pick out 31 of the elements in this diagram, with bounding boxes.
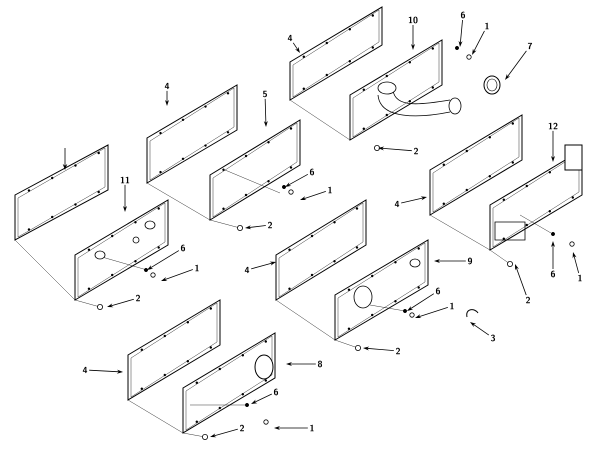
- callout-number: 1: [310, 424, 314, 432]
- callout-number: 4: [244, 266, 250, 274]
- callout-number: 4: [164, 82, 170, 90]
- callout-number: 1: [450, 302, 454, 310]
- callout-number: 2: [240, 424, 244, 432]
- callout-number: 4: [82, 366, 88, 374]
- callout-number: 6: [460, 12, 466, 18]
- callout-number: 2: [414, 148, 418, 154]
- callout-number: 2: [396, 348, 400, 354]
- callout-number: 6: [310, 168, 314, 176]
- callout-number: 4: [394, 200, 400, 208]
- callout-number: 9: [468, 258, 472, 264]
- callout-number: 4: [288, 34, 292, 42]
- callout-number: 10: [408, 16, 418, 24]
- callout-number: 5: [262, 90, 267, 98]
- callout-number: 3: [490, 334, 496, 342]
- callout-number: 2: [526, 296, 530, 304]
- callout-number: 6: [180, 244, 186, 252]
- callout-number: 1: [485, 22, 489, 30]
- callout-number: 6: [274, 388, 278, 396]
- callout-number: 7: [528, 42, 532, 50]
- callout-number: 6: [550, 270, 556, 278]
- callout-number: 2: [268, 222, 272, 228]
- callout-number: 12: [548, 122, 558, 130]
- callout-number: 11: [120, 176, 130, 184]
- callout-number: 6: [436, 288, 440, 294]
- callout-number: 1: [328, 186, 332, 194]
- callout-number: 8: [318, 360, 322, 368]
- callout-number: 2: [136, 294, 140, 302]
- callout-number: 1: [578, 274, 582, 282]
- callout-number: 1: [195, 264, 199, 272]
